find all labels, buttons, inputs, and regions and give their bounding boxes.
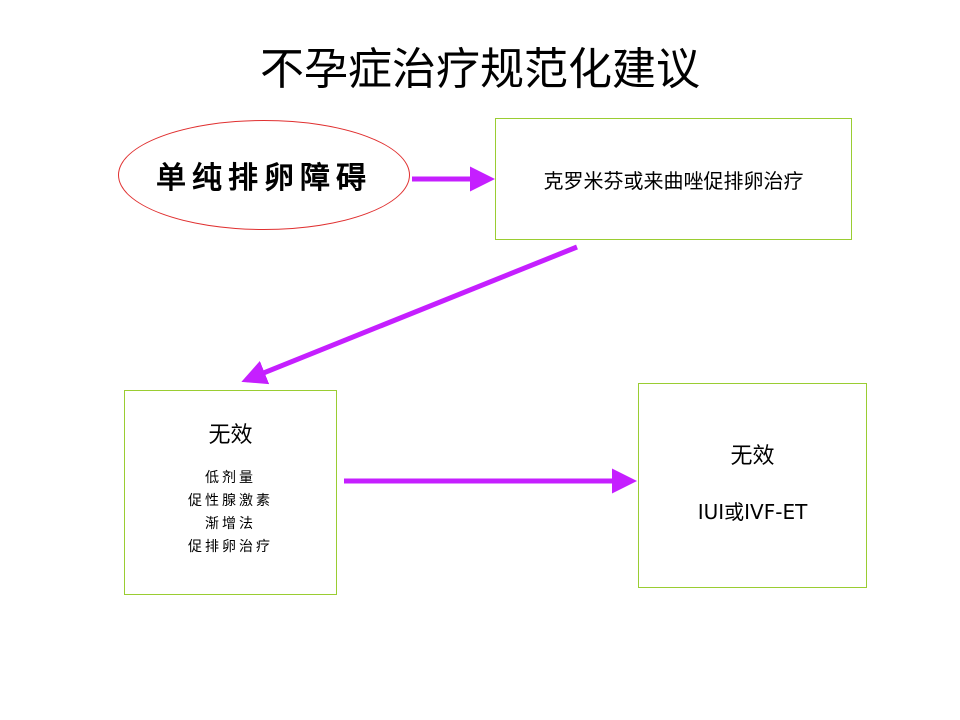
failure-box-1: 无效 低剂量 促性腺激素 渐增法 促排卵治疗 [124, 390, 337, 595]
start-node-ellipse: 单纯排卵障碍 [118, 120, 410, 230]
failure-2-next-step: IUI或IVF-ET [697, 500, 808, 524]
page-title: 不孕症治疗规范化建议 [260, 44, 700, 95]
start-node-label: 单纯排卵障碍 [156, 161, 372, 196]
failure-1-title: 无效 [208, 423, 253, 448]
failure-1-option: 促排卵治疗 [188, 539, 273, 555]
arrow-treatment-to-failure-1 [241, 244, 578, 385]
failure-2-title: 无效 [730, 444, 775, 469]
failure-box-2: 无效 IUI或IVF-ET [638, 383, 867, 588]
failure-1-options: 低剂量 促性腺激素 渐增法 促排卵治疗 [125, 467, 336, 559]
treatment-box: 克罗米芬或来曲唑促排卵治疗 [495, 118, 852, 240]
failure-1-option: 渐增法 [205, 516, 256, 532]
treatment-label: 克罗米芬或来曲唑促排卵治疗 [543, 168, 804, 193]
failure-1-option: 促性腺激素 [188, 493, 273, 509]
failure-1-option: 低剂量 [205, 470, 256, 486]
